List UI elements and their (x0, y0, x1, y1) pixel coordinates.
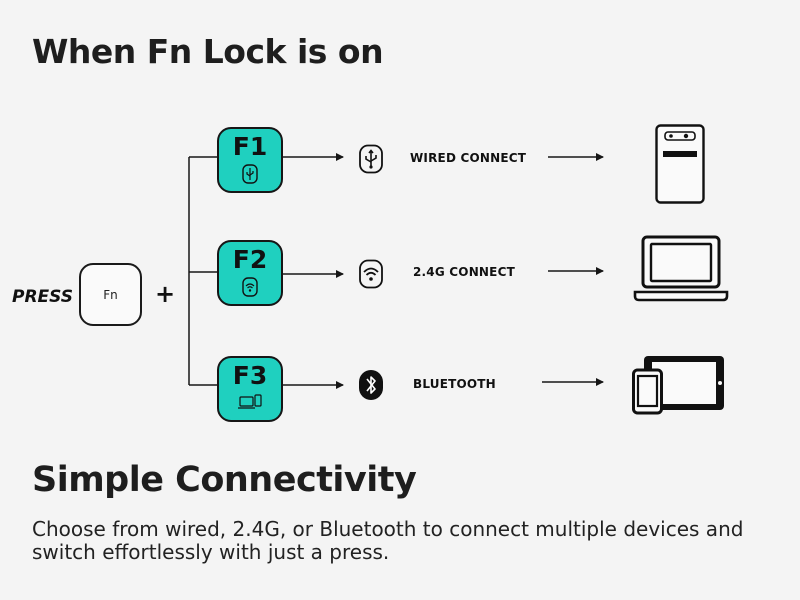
f3-key: F3 (217, 356, 283, 422)
section-description: Choose from wired, 2.4G, or Bluetooth to… (32, 517, 744, 564)
usb-icon (242, 164, 258, 184)
f2-key-label: F2 (232, 245, 268, 274)
f1-key: F1 (217, 127, 283, 193)
fn-key-label: Fn (103, 287, 118, 302)
wifi-icon (242, 277, 258, 297)
wireless-icon (359, 259, 383, 289)
laptop-icon (633, 235, 729, 302)
devices-icon (238, 394, 262, 409)
24g-connect-label: 2.4G CONNECT (413, 265, 515, 279)
bluetooth-label: BLUETOOTH (413, 377, 496, 391)
section-heading: Simple Connectivity (32, 460, 417, 500)
f2-key: F2 (217, 240, 283, 306)
fn-key: Fn (79, 263, 142, 326)
desktop-tower-icon (655, 124, 705, 204)
phone-tablet-icon (632, 356, 724, 415)
press-label: PRESS (12, 287, 74, 307)
plus-sign: + (155, 280, 176, 308)
f3-key-label: F3 (232, 361, 268, 390)
f1-key-label: F1 (232, 132, 268, 161)
bluetooth-icon (359, 370, 383, 400)
wired-connect-label: WIRED CONNECT (410, 151, 527, 165)
usb-icon (359, 144, 383, 174)
page-title: When Fn Lock is on (32, 32, 384, 71)
